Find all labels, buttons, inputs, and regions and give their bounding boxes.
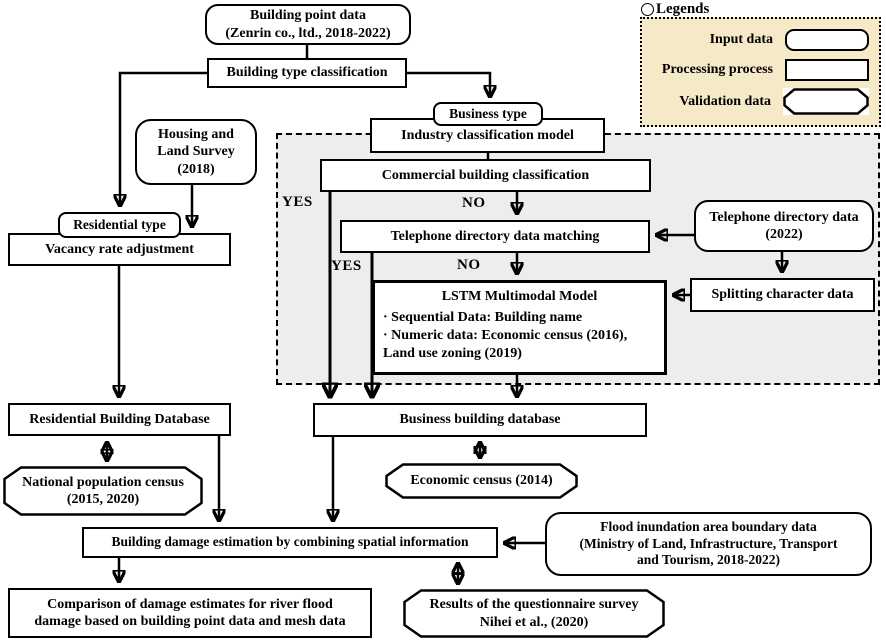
legend-label-validation: Validation data (679, 93, 771, 109)
node-business-building-database: Business building database (313, 403, 647, 437)
node-national-population-census: National population census (2015, 2020) (3, 466, 203, 516)
node-building-type-classification: Building type classification (207, 58, 407, 88)
node-comparison-damage-estimates: Comparison of damage estimates for river… (8, 588, 372, 638)
processing-process-shape (785, 58, 869, 81)
lstm-line-2: · Numeric data: Economic census (2016), (383, 327, 628, 343)
lstm-line-3: Land use zoning (2019) (383, 345, 522, 361)
node-questionnaire-results: Results of the questionnaire survey Nihe… (403, 589, 665, 638)
node-building-damage-estimation: Building damage estimation by combining … (82, 527, 498, 558)
node-economic-census: Economic census (2014) (385, 463, 578, 499)
node-telephone-directory-data: Telephone directory data (2022) (694, 200, 874, 252)
node-lstm-multimodal-model: LSTM Multimodal Model · Sequential Data:… (372, 280, 667, 375)
legend-row-process: Processing process (642, 58, 869, 81)
node-splitting-character-data: Splitting character data (690, 278, 875, 312)
lstm-line-1: · Sequential Data: Building name (383, 310, 583, 325)
legend-row-validation: Validation data (642, 88, 869, 116)
node-residential-type: Residential type (58, 212, 181, 238)
lstm-title: LSTM Multimodal Model (441, 289, 598, 304)
legend-box: Input data Processing process Validation… (640, 17, 881, 127)
validation-data-shape (783, 88, 869, 116)
node-vacancy-rate-adjustment: Vacancy rate adjustment (8, 233, 231, 266)
branch-label-yes-commercial: YES (282, 194, 313, 210)
legend-title-text: Legends (656, 1, 710, 17)
node-business-type: Business type (433, 102, 543, 126)
branch-label-no-telephone: NO (457, 257, 481, 273)
branch-label-no-commercial: NO (462, 195, 486, 211)
node-telephone-directory-matching: Telephone directory data matching (340, 220, 650, 253)
legend-label-input: Input data (709, 31, 773, 47)
circle-icon (641, 3, 654, 16)
node-building-point-data: Building point data (Zenrin co., ltd., 2… (205, 4, 411, 45)
legend-row-input: Input data (642, 28, 869, 51)
node-commercial-building-classification: Commercial building classification (320, 159, 651, 192)
input-data-shape (785, 28, 869, 51)
legend-title: Legends (641, 1, 709, 18)
legend-label-process: Processing process (661, 61, 773, 77)
branch-label-yes-telephone: YES (331, 258, 362, 274)
node-residential-building-database: Residential Building Database (8, 403, 231, 436)
node-flood-inundation-boundary: Flood inundation area boundary data (Min… (545, 512, 872, 576)
node-housing-land-survey: Housing and Land Survey (2018) (135, 119, 257, 185)
